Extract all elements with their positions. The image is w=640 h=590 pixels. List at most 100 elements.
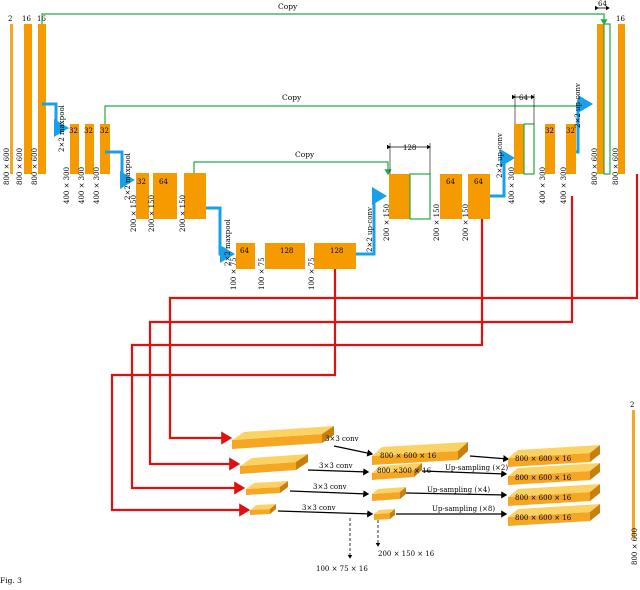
decoder-level-2: 64 32 32 400 × 300 400 × 300 400 × 300 [508,94,576,204]
dimension-label: 200 × 150 [462,204,470,241]
encoder-level-2: 32 32 32 400 × 300 400 × 300 400 × 300 [63,124,110,204]
feature-map-enc1a [24,24,32,174]
feature-map-bott-c [314,243,356,269]
dimension-label: 200 × 150 [433,204,441,241]
feature-map-dec3-up [389,174,410,219]
operation-label: Up-sampling (×2) [445,464,508,472]
feature-map-dec3a [440,174,462,219]
feature-slab-row4 [250,509,270,515]
operation-label: 3×3 conv [302,504,336,512]
feature-slab-row3-mid [372,492,400,501]
dimension-label: 800 × 600 [31,148,39,185]
operation-label: 3×3 conv [313,483,347,491]
feature-map-dec2b [566,124,576,174]
maxpool-label: 2×2 maxpool [58,104,66,152]
output-slab-2 [508,471,590,485]
multi-scale-connections [110,174,639,517]
dimension-label: 400 × 300 [560,167,568,204]
tensor-label: 800 × 600 × 16 [515,494,572,502]
channel-label: 16 [616,15,625,23]
feature-map-dec1-skip [603,23,611,175]
feature-map-enc1b [38,24,46,174]
feature-map-enc3a [136,173,149,219]
dimension-label: 800 × 600 [612,148,620,185]
feature-slab-row1-out [372,451,458,465]
tensor-label: 800 × 600 × 16 [515,474,572,482]
channel-label: 2 [8,15,12,23]
final-output-map [632,410,635,538]
copy-connection-2: Copy [104,93,585,124]
dimension-label: 100 × 75 [230,257,238,290]
copy-label: Copy [282,93,302,102]
dimension-label: 100 × 75 [308,257,316,290]
dimension-label: 800 × 600 [631,528,639,565]
tensor-label: 100 × 75 × 16 [316,565,368,573]
channel-label: 16 [22,15,31,23]
upconv-2: 2×2 up-conv [490,133,515,198]
channel-label: 2 [630,401,634,409]
tensor-label: 200 × 150 × 16 [378,550,435,558]
maxpool-label: 2×2 maxpool [124,152,132,200]
dimension-label: 800 × 600 [3,148,11,185]
dimension-label: 400 × 300 [539,167,547,204]
feature-map-input [10,24,13,174]
upconv-1: 2×2 up-conv [356,187,387,256]
operation-label: 3×3 conv [325,435,359,443]
channel-label: 32 [545,127,554,135]
channel-label: 32 [69,127,78,135]
copy-connection-1: Copy [41,2,608,26]
bottleneck: 64 128 128 100 × 75 100 × 75 100 × 75 [230,243,356,290]
feature-map-dec1a [618,24,625,174]
feature-map-enc2b [85,124,94,174]
tensor-label: 800 ×300 × 16 [377,467,432,475]
tensor-label: 800 × 600 × 16 [380,452,437,460]
feature-map-dec3-skip [409,173,431,220]
dimension-label: 100 × 75 [258,257,266,290]
feature-map-enc3b [153,173,177,219]
channel-label: 64 [159,178,168,186]
feature-map-enc2c [100,124,110,174]
channel-label: 32 [137,178,146,186]
output-slab-3 [508,492,590,506]
upconv-label: 2×2 up-conv [496,133,504,178]
channel-label: 128 [403,144,416,152]
dimension-label: 800 × 600 [16,148,24,185]
dimension-label: 800 × 600 [591,148,599,185]
channel-label: 64 [240,247,249,255]
feature-map-enc2a [70,124,79,174]
dimension-label: 400 × 300 [93,167,101,204]
operation-label: 3×3 conv [319,462,353,470]
operation-label: Up-sampling (×8) [432,505,495,513]
channel-label: 128 [280,247,293,255]
operation-label: Up-sampling (×4) [427,486,490,494]
feature-slab-row1 [232,434,322,449]
copy-label: Copy [278,2,298,11]
channel-label: 64 [519,94,528,102]
feature-map-dec3b [468,174,490,219]
tensor-label: 800 × 600 × 16 [515,455,572,463]
encoder-level-1: 2 16 16 800 × 600 800 × 600 800 × 600 [3,15,46,185]
decoder-level-3: 128 64 64 200 × 150 200 × 150 200 × 150 [383,143,490,241]
feature-map-dec1-up [597,24,604,174]
channel-label: 32 [100,127,109,135]
feature-slab-row4-mid [374,513,390,520]
upconv-label: 2×2 up-conv [366,207,374,252]
channel-label: 64 [598,0,607,8]
feature-map-dec2-skip [523,123,535,175]
channel-label: 64 [474,178,483,186]
feature-map-dec2-up [514,124,524,174]
feature-map-bott-b [265,243,305,269]
channel-label: 128 [330,247,343,255]
dimension-label: 200 × 150 [179,195,187,232]
dimension-label: 400 × 300 [508,167,516,204]
encoder-level-3: 32 64 200 × 150 200 × 150 200 × 150 [130,173,206,232]
upconv-label: 2×2 up-conv [574,83,582,128]
dimension-label: 200 × 150 [383,204,391,241]
feature-map-enc3c [184,173,206,219]
dimension-label: 200 × 150 [148,195,156,232]
channel-label: 64 [446,178,455,186]
channel-label: 32 [566,127,575,135]
feature-slab-row2-mid [372,470,414,480]
maxpool-1: 2×2 maxpool [42,102,69,152]
